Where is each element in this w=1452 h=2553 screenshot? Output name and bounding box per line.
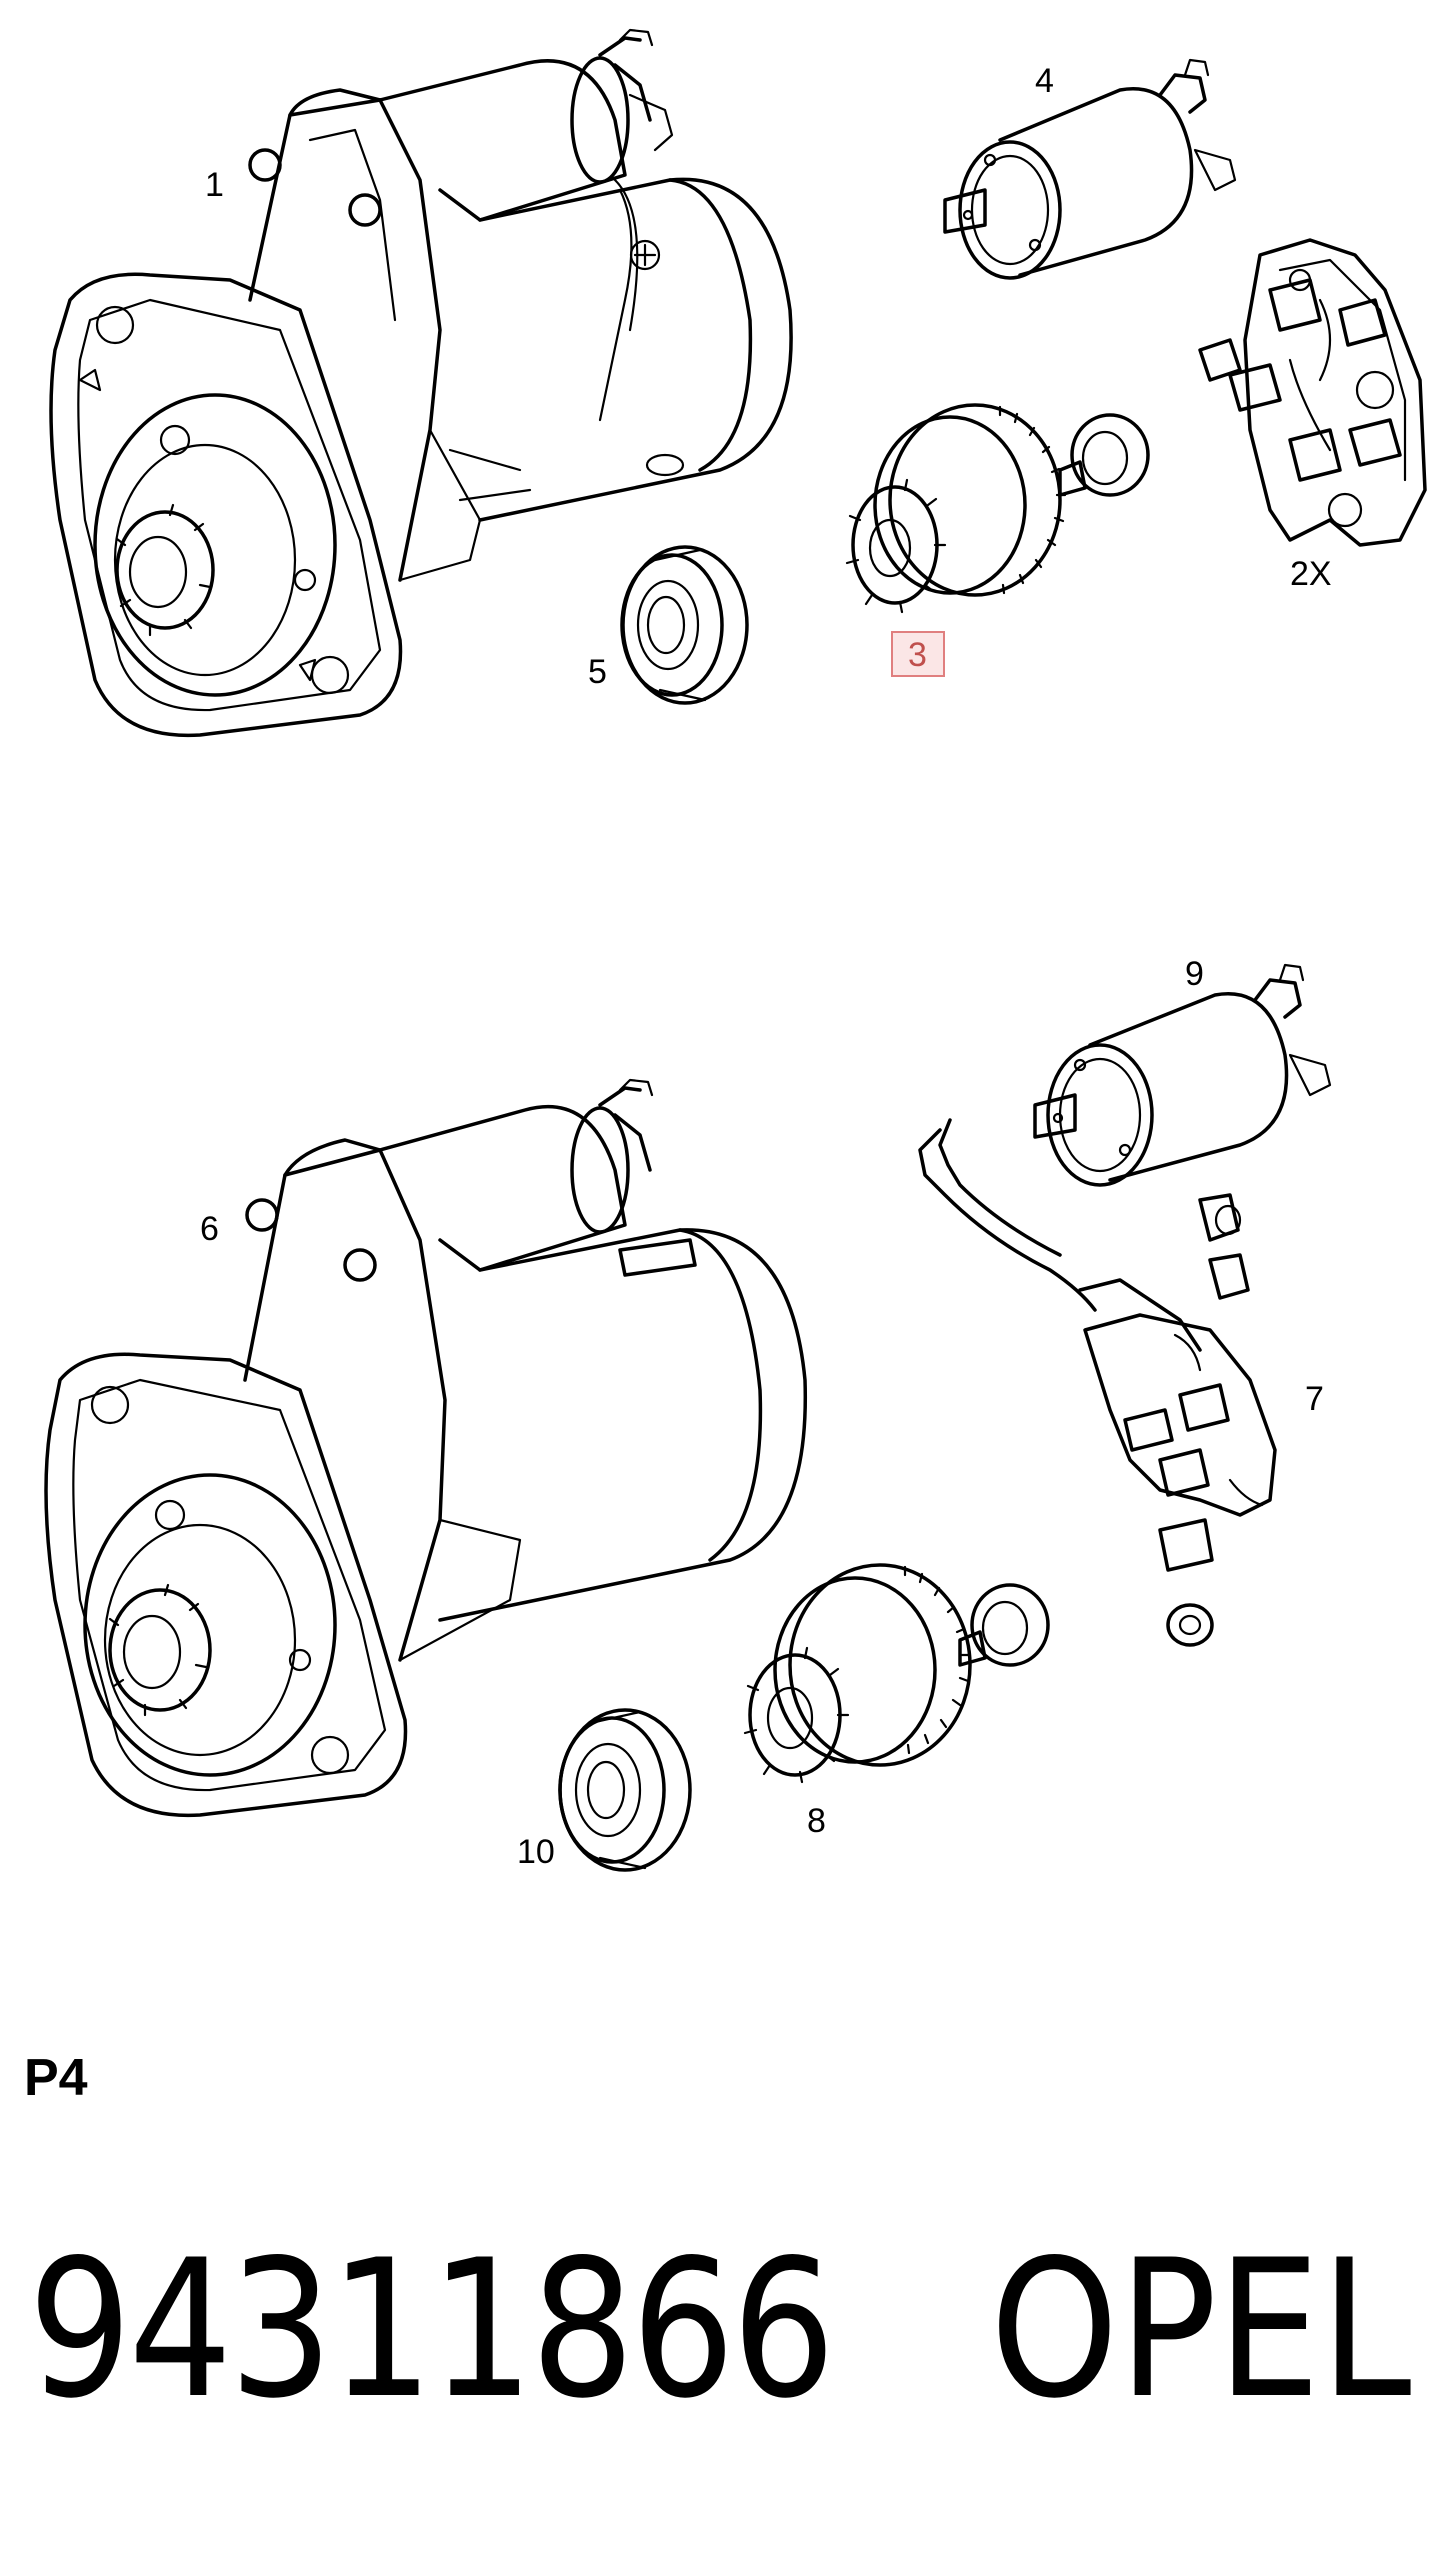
solenoid-item-9 [1033, 963, 1332, 1187]
pinion-clutch-item-3 [845, 403, 1150, 614]
bearing-item-5 [620, 545, 749, 705]
callout-5: 5 [588, 653, 607, 691]
callout-6: 6 [200, 1210, 219, 1248]
callout-3-highlight-box [891, 631, 945, 677]
callout-8: 8 [807, 1802, 826, 1840]
starter-motor-top [49, 28, 793, 738]
pinion-clutch-item-8 [743, 1563, 1050, 1784]
callout-1: 1 [205, 166, 224, 204]
callout-2x: 2X [1290, 555, 1332, 593]
solenoid-item-4 [943, 58, 1237, 280]
brush-holder-item-2x [1198, 238, 1427, 547]
callout-4: 4 [1035, 62, 1054, 100]
callout-10: 10 [517, 1833, 555, 1871]
bearing-item-10 [558, 1708, 692, 1872]
brand-name: OPEL [990, 2219, 1412, 2440]
part-number: 94311866 [28, 2219, 836, 2440]
starter-motor-bottom [44, 1078, 808, 1818]
page-label: P4 [24, 2049, 88, 2107]
callout-9: 9 [1185, 955, 1204, 993]
callout-3: 3 [908, 636, 927, 674]
callout-7: 7 [1305, 1380, 1324, 1418]
brush-plate-item-7 [918, 1118, 1277, 1647]
